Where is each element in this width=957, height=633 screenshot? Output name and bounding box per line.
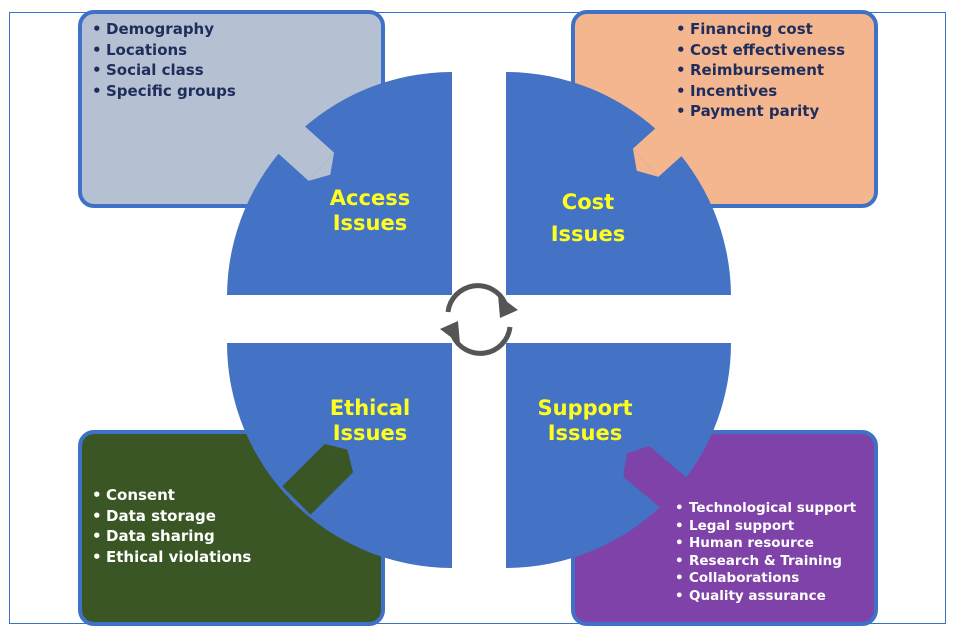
ethical-connector [282,443,354,515]
cost-issue-item: Financing cost [676,19,845,40]
support-issue-item: Quality assurance [675,588,856,606]
support-issue-item: Technological support [675,500,856,518]
support-issues-label: Support Issues [520,396,650,446]
ethical-label-line: Ethical Issues [329,396,411,445]
diagram-frame [9,12,946,624]
access-issues-label: Access Issues [310,186,430,236]
ethical-issue-item: Ethical violations [92,547,251,568]
access-issues-list: DemographyLocationsSocial classSpecific … [92,19,236,101]
access-issue-item: Locations [92,40,236,61]
access-quadrant [227,72,452,295]
cost-connector [632,111,700,177]
ethical-issue-item: Data sharing [92,526,251,547]
support-issue-item: Research & Training [675,553,856,571]
support-issue-item: Collaborations [675,570,856,588]
cost-quadrant [506,72,731,295]
support-label-line: Support Issues [537,396,633,445]
ethical-issues-label: Ethical Issues [310,396,430,446]
cost-issue-item: Cost effectiveness [676,40,845,61]
cycle-arrows-icon [440,283,518,356]
access-issue-item: Specific groups [92,81,236,102]
access-connector [267,115,335,181]
cost-issue-item: Payment parity [676,101,845,122]
support-issues-list: Technological supportLegal supportHuman … [675,500,856,605]
cost-issue-item: Incentives [676,81,845,102]
support-issue-item: Human resource [675,535,856,553]
ethical-issue-item: Consent [92,485,251,506]
ethical-issues-list: ConsentData storageData sharingEthical v… [92,485,251,567]
cost-issues-list: Financing costCost effectivenessReimburs… [676,19,845,122]
support-issue-item: Legal support [675,518,856,536]
cost-label-line: Cost Issues [550,190,626,246]
cost-issues-label: Cost Issues [528,186,648,250]
access-label-line: Access Issues [329,186,411,235]
access-issue-item: Social class [92,60,236,81]
access-issue-item: Demography [92,19,236,40]
cost-issue-item: Reimbursement [676,60,845,81]
support-quadrant [506,343,731,568]
support-connector [623,445,695,516]
ethical-issue-item: Data storage [92,506,251,527]
